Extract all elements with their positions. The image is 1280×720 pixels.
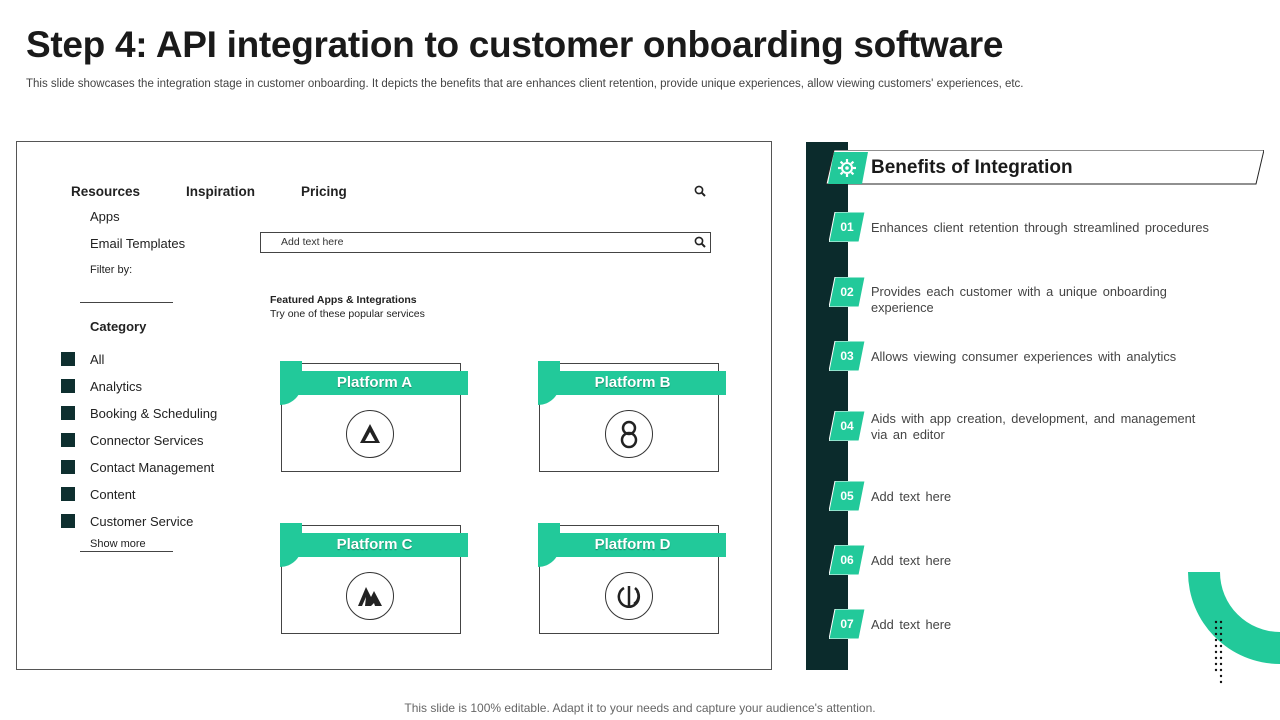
checkbox[interactable] [61, 460, 75, 474]
category-label: Content [90, 486, 136, 502]
link-apps[interactable]: Apps [90, 209, 120, 224]
search-icon[interactable] [694, 236, 706, 248]
nav-inspiration[interactable]: Inspiration [186, 184, 256, 199]
category-label: Booking & Scheduling [90, 405, 218, 421]
category-title: Category [90, 319, 147, 334]
benefit-text: Enhances client retention through stream… [871, 220, 1209, 235]
category-all[interactable]: All [61, 351, 105, 367]
benefit-number: 01 [840, 220, 854, 234]
benefit-number: 07 [840, 617, 854, 631]
checkbox[interactable] [61, 514, 75, 528]
benefits-title: Benefits of Integration [871, 157, 1073, 178]
benefit-number: 06 [840, 553, 854, 567]
platform-label-c: Platform C [281, 533, 468, 557]
platform-label-b: Platform B [539, 371, 726, 395]
benefit-number: 04 [840, 419, 854, 433]
search-icon[interactable] [694, 185, 706, 197]
search-placeholder: Add text here [281, 236, 344, 248]
benefit-text: Aids with app creation, development, and… [871, 411, 1196, 442]
benefit-number: 02 [840, 285, 854, 299]
featured-subtitle: Try one of these popular services [270, 308, 425, 320]
benefit-number-badge: 02 [828, 276, 866, 308]
platform-a-logo-icon [346, 410, 394, 458]
slide-footer: This slide is 100% editable. Adapt it to… [404, 701, 876, 715]
category-booking[interactable]: Booking & Scheduling [61, 405, 218, 421]
benefit-text: Allows viewing consumer experiences with… [871, 349, 1177, 364]
category-analytics[interactable]: Analytics [61, 378, 143, 394]
benefit-number-badge: 01 [828, 211, 866, 243]
mock-website-panel [16, 141, 772, 670]
integration-gear-icon [838, 159, 856, 177]
checkbox[interactable] [61, 379, 75, 393]
benefit-text: Add text here [871, 553, 952, 568]
divider [80, 551, 173, 552]
category-label: Customer Service [90, 513, 194, 529]
benefit-number-badge: 03 [828, 340, 866, 372]
benefit-text: Add text here [871, 617, 952, 632]
category-label: Connector Services [90, 432, 204, 448]
divider [80, 302, 173, 303]
category-contact[interactable]: Contact Management [61, 459, 215, 475]
platform-c-logo-icon [346, 572, 394, 620]
platform-label-d: Platform D [539, 533, 726, 557]
benefit-text: Provides each customer with a unique onb… [871, 284, 1167, 315]
category-content[interactable]: Content [61, 486, 136, 502]
benefit-number: 03 [840, 349, 854, 363]
nav-resources[interactable]: Resources [71, 184, 141, 199]
benefit-number: 05 [840, 489, 854, 503]
checkbox[interactable] [61, 352, 75, 366]
benefit-number-badge: 04 [828, 410, 866, 442]
benefit-number-badge: 06 [828, 544, 866, 576]
platform-label-a: Platform A [281, 371, 468, 395]
checkbox[interactable] [61, 433, 75, 447]
filter-label: Filter by: [90, 264, 133, 276]
benefit-text: Add text here [871, 489, 952, 504]
featured-title: Featured Apps & Integrations [270, 294, 417, 306]
nav-pricing[interactable]: Pricing [301, 184, 347, 199]
checkbox[interactable] [61, 406, 75, 420]
platform-d-logo-icon [605, 572, 653, 620]
platform-b-logo-icon [605, 410, 653, 458]
category-customer-service[interactable]: Customer Service [61, 513, 194, 529]
benefit-number-badge: 05 [828, 480, 866, 512]
search-input[interactable]: Add text here [260, 232, 711, 253]
checkbox[interactable] [61, 487, 75, 501]
link-email-templates[interactable]: Email Templates [90, 236, 186, 251]
show-more-link[interactable]: Show more [90, 538, 146, 550]
category-connector[interactable]: Connector Services [61, 432, 204, 448]
category-label: All [90, 351, 105, 367]
slide-title: Step 4: API integration to customer onbo… [26, 24, 1004, 65]
category-label: Contact Management [90, 459, 215, 475]
benefit-number-badge: 07 [828, 608, 866, 640]
decorative-arc [1188, 572, 1280, 684]
category-label: Analytics [90, 378, 143, 394]
slide-subtitle: This slide showcases the integration sta… [26, 78, 1024, 90]
